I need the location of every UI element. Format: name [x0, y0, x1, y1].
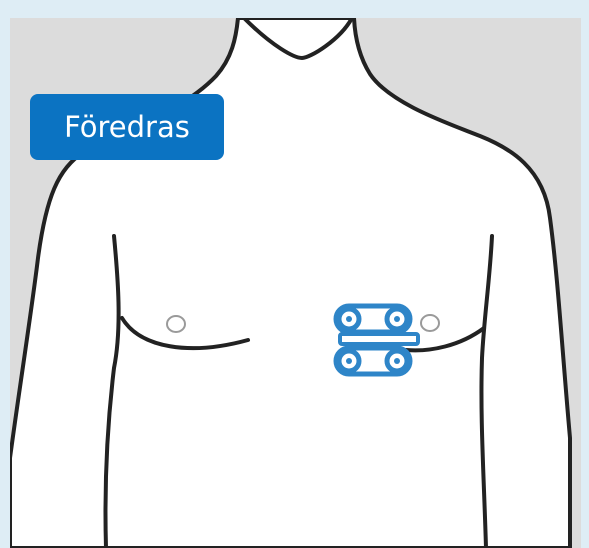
nipple-left — [420, 314, 440, 332]
right-armpit-line — [103, 234, 121, 548]
chest-line-right — [120, 316, 250, 351]
illustration-panel — [10, 18, 581, 548]
nipple-right — [166, 315, 186, 333]
ecg-electrode-patch-icon — [333, 303, 420, 377]
left-armpit-line — [479, 234, 494, 548]
chest-line-left — [404, 326, 486, 353]
neck-line — [242, 18, 354, 61]
preferred-badge: Föredras — [30, 94, 224, 160]
